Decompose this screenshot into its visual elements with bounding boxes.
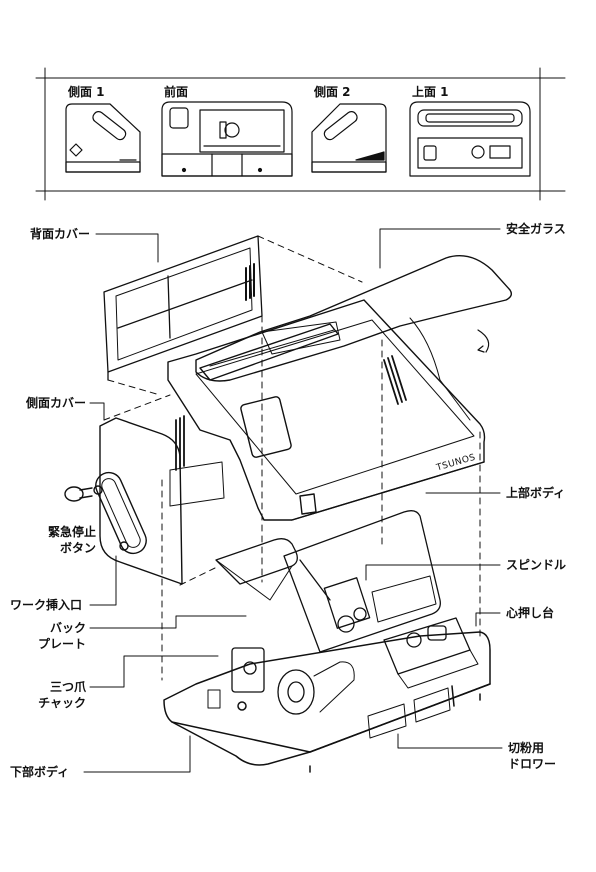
callout-leaders [83,228,503,773]
tailstock-drawing [383,617,479,689]
safety-glass-label: 安全ガラス [506,222,566,236]
back-cover-label: 背面カバー [30,227,91,241]
side-cover-label: 側面カバー [26,396,87,410]
upper-body-label: 上部ボディ [506,486,566,500]
lower-body-label: 下部ボディ [10,765,70,779]
chuck-drawing [231,647,355,715]
emergency-stop-drawing [64,486,93,502]
front-view-label: 前面 [164,85,189,99]
side-cover-drawing [93,417,183,585]
back-plate-drawing [215,538,298,601]
side-view-2-label: 側面 2 [314,85,351,99]
top-view-1-drawing [409,101,531,177]
side-view-1-label: 側面 1 [68,85,105,99]
views-panel-border [35,67,566,201]
top-view-1-label: 上面 1 [412,85,449,99]
safety-glass-drawing [195,255,513,421]
chip-drawer-label: 切粉用 ドロワー [508,741,557,771]
emergency-stop-label: 緊急停止 ボタン [47,525,96,555]
tailstock-label: 心押し台 [506,606,555,620]
side-view-2-drawing [311,103,387,173]
back-plate-label: バック プレート [37,621,86,651]
front-view-drawing [161,101,293,177]
spindle-label: スピンドル [506,558,567,572]
chuck-label: 三つ爪 チャック [38,680,86,710]
assembly-guide-lines [103,235,481,681]
spindle-drawing [283,510,441,653]
lower-body-drawing [163,631,491,773]
side-view-1-drawing [65,103,141,173]
work-slot-label: ワーク挿入口 [10,598,83,612]
